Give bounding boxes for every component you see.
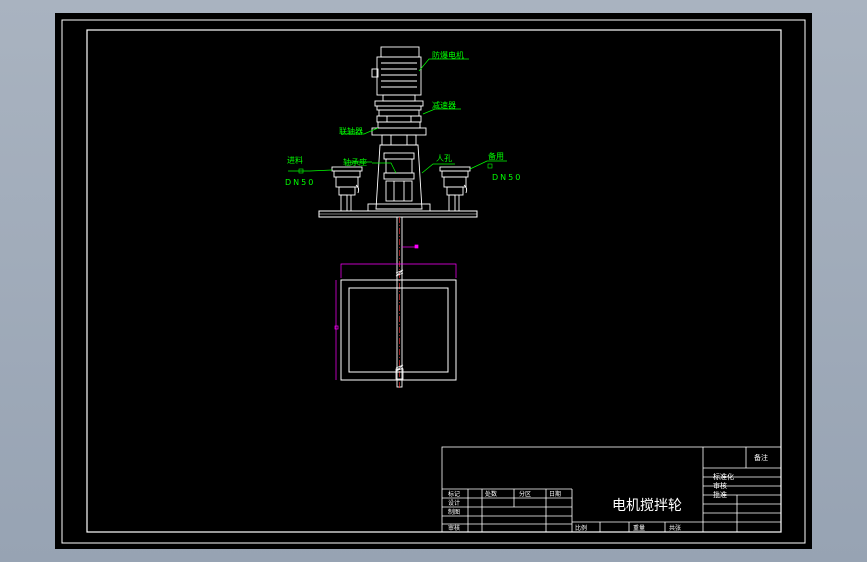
spare-label: 备用 — [488, 151, 504, 161]
tb-draw: 制图 — [448, 508, 460, 516]
explosion-proof-motor — [371, 46, 422, 102]
tb-ratio: 比例 — [575, 524, 587, 532]
tb-date: 日期 — [549, 490, 561, 498]
manhole-label: 人孔 — [436, 154, 452, 163]
coupling-label: 联轴器 — [339, 126, 363, 136]
motor-label: 防爆电机 — [432, 50, 464, 60]
outer-frame — [61, 19, 806, 544]
spare-marker — [487, 163, 493, 169]
standardization-cell: 标准化 — [713, 472, 734, 481]
agitator-shaft — [395, 216, 404, 389]
tb-area: 分区 — [519, 490, 531, 498]
tb-sheets: 共张 — [669, 524, 681, 532]
feed-label: 进料 — [287, 155, 303, 165]
leader-lines — [288, 58, 507, 174]
approve-cell: 批准 — [713, 490, 727, 499]
frame-impeller — [340, 279, 457, 381]
tb-count: 处数 — [485, 490, 497, 498]
drawing-canvas: 防爆电机 减速器 联轴器 轴承座 进料 DN50 人孔 备用 DN50 电机搅拌 — [61, 19, 806, 544]
cad-viewport[interactable]: 防爆电机 减速器 联轴器 轴承座 进料 DN50 人孔 备用 DN50 电机搅拌 — [55, 13, 812, 549]
review-cell: 审核 — [713, 481, 727, 490]
tb-mark: 标记 — [448, 490, 460, 498]
spare-dn-label: DN50 — [492, 173, 522, 182]
coupling — [371, 121, 427, 146]
bearing-housing — [367, 144, 431, 212]
tb-weight: 重量 — [633, 524, 645, 532]
dimension-lines — [334, 244, 457, 380]
reducer-label: 减速器 — [432, 100, 456, 110]
feed-marker — [298, 168, 304, 174]
bearing-seat-label: 轴承座 — [343, 157, 367, 167]
spare-nozzle — [439, 166, 471, 212]
tb-design: 设计 — [448, 499, 460, 507]
reducer — [374, 100, 424, 123]
tb-check: 审核 — [448, 524, 460, 532]
feed-nozzle — [331, 166, 363, 212]
drawing-title: 电机搅拌轮 — [612, 498, 682, 514]
inner-frame — [86, 29, 782, 533]
remarks-cell: 备注 — [754, 453, 768, 462]
feed-dn-label: DN50 — [285, 178, 315, 187]
title-block — [441, 446, 782, 533]
